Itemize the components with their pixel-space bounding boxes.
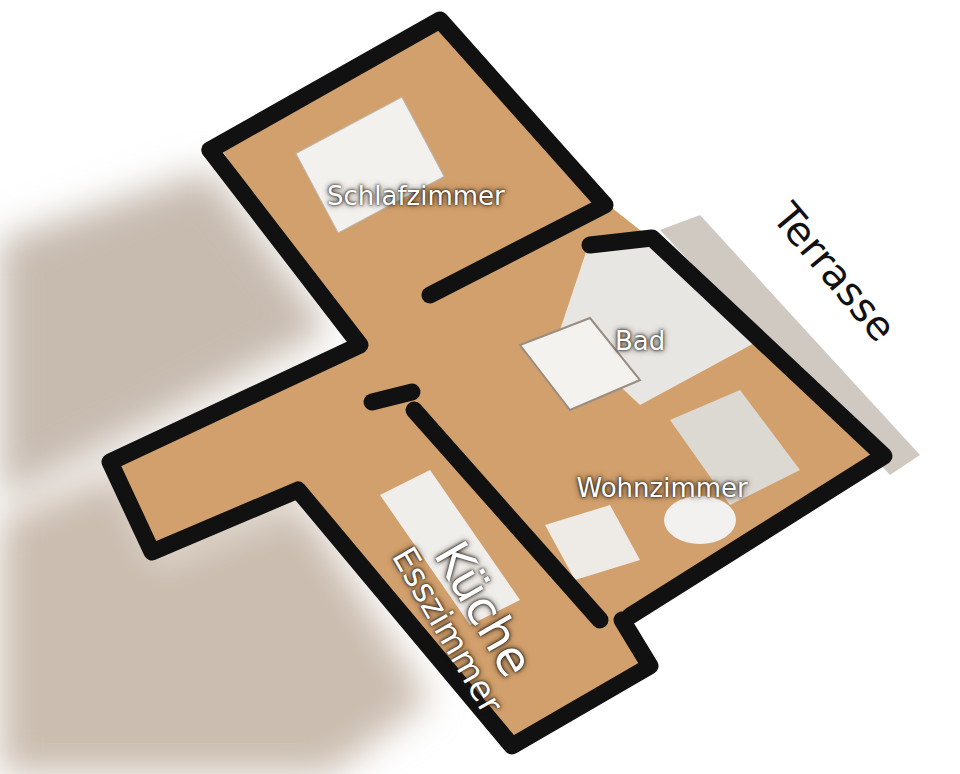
table xyxy=(664,496,736,544)
walls xyxy=(110,20,884,746)
room-region: Bad xyxy=(615,328,665,355)
room-name: Bad xyxy=(615,328,665,355)
room-region: Schlafzimmer xyxy=(327,183,505,210)
floor xyxy=(112,22,884,742)
room-name: Wohnzimmer xyxy=(577,475,748,502)
room-name: Schlafzimmer xyxy=(327,183,505,210)
bed xyxy=(296,97,444,233)
room-region: Wohnzimmer xyxy=(577,475,748,502)
